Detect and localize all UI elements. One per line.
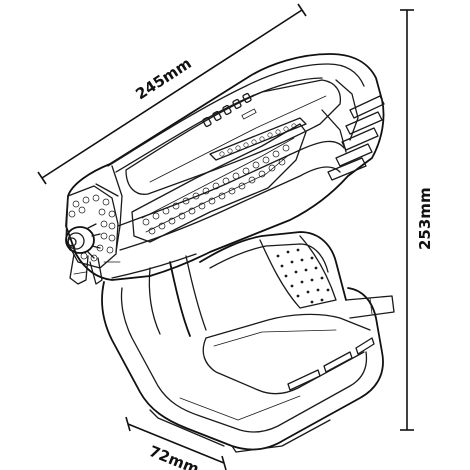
front-mesh-cells — [68, 194, 116, 262]
control-button-2 — [212, 110, 222, 122]
nozzle-ring — [65, 226, 95, 254]
trigger-grip-dots — [276, 248, 330, 304]
nozzle — [65, 223, 103, 285]
honeycomb-side-panel — [131, 123, 307, 243]
length-dimension-tick-end — [297, 3, 307, 17]
length-dimension-tick-start — [37, 171, 47, 185]
top-honeycomb-strip — [209, 117, 307, 161]
control-button-5 — [242, 92, 252, 104]
control-button-4 — [232, 98, 242, 110]
height-dimension: 253mm — [400, 9, 434, 431]
top-honeycomb-cells — [219, 123, 297, 157]
height-dimension-label: 253mm — [416, 187, 434, 250]
rear-vents — [327, 95, 385, 181]
control-button-3 — [222, 104, 232, 116]
control-buttons — [202, 92, 257, 128]
length-dimension-line — [41, 9, 303, 179]
width-dimension-tick-start — [125, 416, 131, 432]
nozzle-tip — [67, 237, 77, 247]
main-body — [65, 53, 385, 281]
width-dimension-tick-end — [221, 455, 227, 470]
honeycomb-cells — [142, 144, 290, 235]
width-dimension-label: 72mm — [147, 442, 202, 470]
power-switch — [241, 108, 257, 120]
width-dimension-line — [127, 423, 225, 464]
length-dimension-label: 245mm — [132, 54, 194, 103]
front-mesh — [65, 185, 119, 269]
handle-loop — [101, 231, 395, 453]
control-button-1 — [202, 116, 212, 128]
